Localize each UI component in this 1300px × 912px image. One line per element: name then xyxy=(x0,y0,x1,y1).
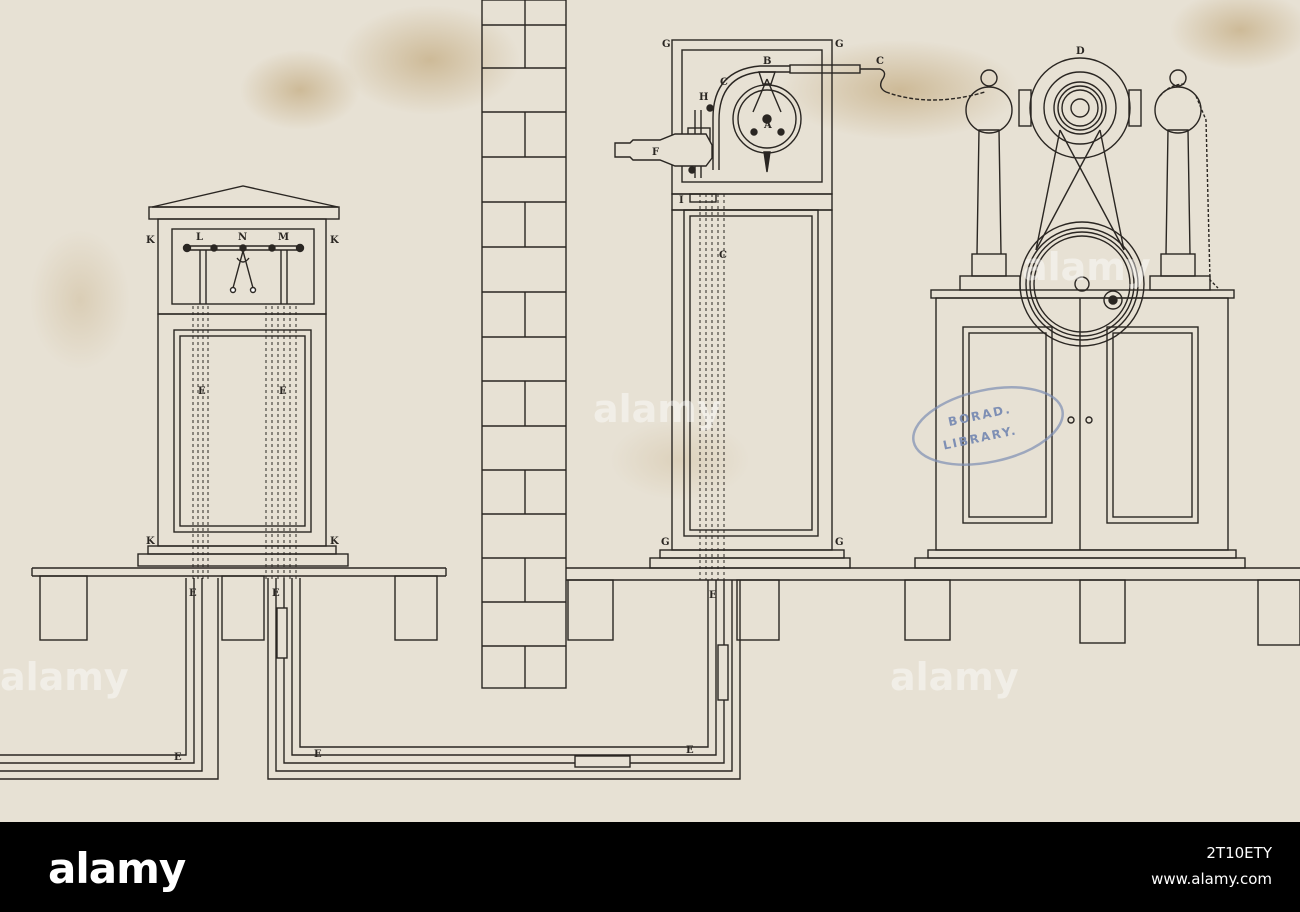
site-url: www.alamy.com xyxy=(1151,870,1272,888)
label-k-bottom-right: K xyxy=(330,536,339,547)
label-g-top-left: G xyxy=(662,39,671,50)
label-k-top-left: K xyxy=(146,235,155,246)
watermark-2: alamy xyxy=(890,655,1019,699)
watermark-3: alamy xyxy=(593,387,722,431)
footer-logo: alamy xyxy=(48,844,186,893)
label-d: D xyxy=(1076,46,1085,57)
label-e-pipe-3: E xyxy=(174,752,182,763)
electrical-machine xyxy=(914,57,1246,569)
footer-reference: 2T10ETY www.alamy.com xyxy=(1151,840,1272,892)
image-id: 2T10ETY xyxy=(1206,844,1272,862)
library-stamp: BORAD. LIBRARY. xyxy=(912,386,1064,466)
label-g-bottom-left: G xyxy=(661,537,670,548)
label-b: B xyxy=(763,56,771,67)
label-n: N xyxy=(238,232,247,243)
label-e-pipe-2: E xyxy=(272,588,280,599)
paper-stains xyxy=(30,0,1300,500)
label-a: A xyxy=(763,120,772,131)
floor-joists xyxy=(39,575,1300,646)
label-e-pipe-4: E xyxy=(314,749,322,760)
label-l: L xyxy=(196,232,203,243)
label-g-bottom-right: G xyxy=(835,537,844,548)
apparatus-diagram: K K L N M E E K K E E E E E E G G B C C … xyxy=(0,0,1300,780)
label-e-cabinet-left: E xyxy=(198,386,206,397)
label-f: F xyxy=(652,147,659,158)
label-e-pipe-5: E xyxy=(686,745,694,756)
label-g-top-right: G xyxy=(835,39,844,50)
receiver-cabinet xyxy=(137,185,349,580)
label-c-rod: C xyxy=(876,56,884,67)
label-e-pipe-6: E xyxy=(709,590,717,601)
label-h: H xyxy=(699,92,708,103)
label-e-pipe-1: E xyxy=(189,588,197,599)
label-c-case: C xyxy=(719,250,727,261)
label-e-cabinet-right: E xyxy=(279,386,287,397)
label-k-top-right: K xyxy=(330,235,339,246)
label-c-arc: C xyxy=(720,77,728,88)
conductor-tubes xyxy=(0,578,741,780)
label-k-bottom-left: K xyxy=(146,536,155,547)
watermark-1: alamy xyxy=(0,655,129,699)
letter-labels: K K L N M E E K K E E E E E E G G B C C … xyxy=(146,39,1085,763)
watermark-4: alamy xyxy=(1022,245,1151,289)
footer-bar: alamy 2T10ETY www.alamy.com xyxy=(0,822,1300,912)
label-i: I xyxy=(679,195,684,206)
transmitter-case xyxy=(614,39,986,580)
brick-wall xyxy=(481,0,567,689)
watermarks: alamy alamy alamy alamy xyxy=(0,245,1151,699)
engraving-plate: K K L N M E E K K E E E E E E G G B C C … xyxy=(0,0,1300,822)
label-m: M xyxy=(278,232,289,243)
